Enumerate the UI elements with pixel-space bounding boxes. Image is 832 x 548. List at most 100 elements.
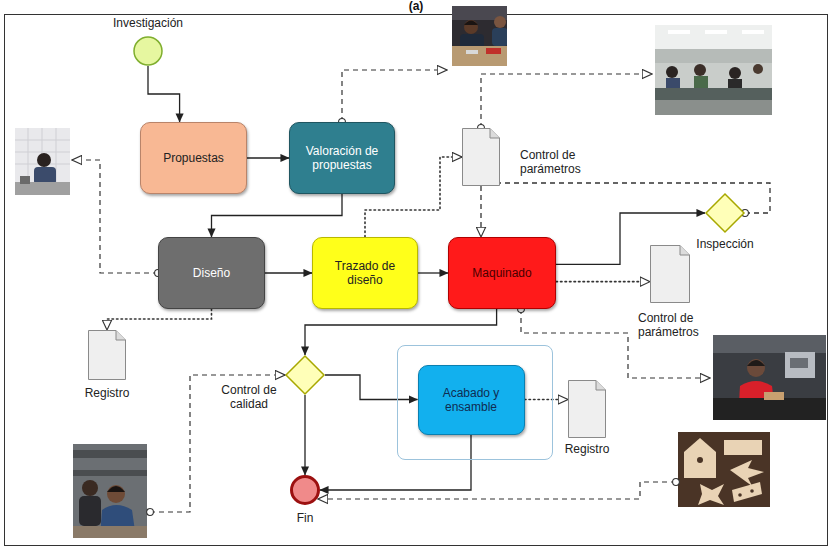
process-label: Valoración de propuestas <box>296 144 388 172</box>
decision-diamond: Inspección <box>705 193 745 233</box>
document-icon: Registro <box>88 330 126 380</box>
photo-part <box>82 480 98 496</box>
photo-part <box>37 153 51 167</box>
group-frame: Acabado y ensamble <box>397 345 553 460</box>
photo <box>655 25 772 115</box>
process-box: Maquinado <box>448 237 556 309</box>
photo <box>678 432 770 507</box>
photo-part <box>697 457 703 463</box>
sequence-flow <box>304 395 305 475</box>
photo-part <box>668 30 690 34</box>
sequence-flow <box>418 272 448 273</box>
process-box: Trazado de diseño <box>312 237 418 309</box>
sequence-flow <box>247 157 289 158</box>
photo-part <box>738 493 742 497</box>
photo-part <box>666 66 678 78</box>
diamond-shape <box>706 194 744 232</box>
document-fold <box>490 129 500 139</box>
photo-part <box>694 64 706 76</box>
document-shape <box>463 129 500 186</box>
photo-part <box>464 21 478 26</box>
document-shape <box>89 331 126 380</box>
photo <box>73 444 147 538</box>
document-icon: Control de parámetros <box>462 128 500 186</box>
photo-part <box>764 392 784 400</box>
process-box: Acabado y ensamble <box>418 365 525 435</box>
decision-diamond-outline <box>285 355 325 395</box>
document-icon-outline <box>462 128 500 186</box>
association-line-part <box>150 375 285 512</box>
sequence-flow <box>305 309 497 355</box>
photo-part <box>655 25 772 49</box>
photo-part <box>79 496 101 526</box>
start-event: Investigación <box>133 36 163 66</box>
photo-part <box>750 489 754 493</box>
document-fold <box>680 246 690 256</box>
process-label: Propuestas <box>163 151 224 165</box>
photo-part <box>464 20 478 34</box>
photo-part <box>713 398 826 420</box>
end-event: Fin <box>290 475 320 505</box>
photo-part <box>713 335 826 420</box>
photo-part <box>466 50 478 54</box>
shape-label: Inspección <box>685 237 765 251</box>
photo <box>713 335 826 420</box>
photo-part <box>747 359 765 377</box>
photo-part <box>730 460 764 486</box>
association-line <box>525 399 569 401</box>
photo-part <box>73 526 147 538</box>
sequence-flow <box>212 194 343 237</box>
end-event-outline <box>290 475 320 505</box>
photo-part <box>785 352 815 378</box>
photo-part <box>724 440 762 455</box>
photo-part <box>747 360 765 366</box>
process-label: Maquinado <box>472 266 531 280</box>
photo-part <box>73 470 147 476</box>
photo-part <box>698 484 724 505</box>
document-fold <box>116 331 126 341</box>
photo-part <box>684 438 716 478</box>
photo-part <box>486 48 501 54</box>
process-label: Diseño <box>193 266 230 280</box>
photo-part <box>655 49 772 63</box>
document-fold <box>596 381 606 391</box>
sequence-flow <box>148 66 180 122</box>
photo-part <box>655 100 772 115</box>
shape-label: Registro <box>67 386 147 400</box>
association-line-part <box>481 74 652 128</box>
process-box: Valoración de propuestas <box>289 122 395 194</box>
photo-part <box>705 30 727 34</box>
figure-frame <box>5 15 828 546</box>
sequence-flow <box>325 375 418 400</box>
association-line <box>107 309 212 330</box>
document-icon-outline <box>568 380 606 438</box>
association-line <box>556 281 650 283</box>
photo-part <box>15 128 70 195</box>
shape-label: Fin <box>265 511 345 525</box>
end-circle <box>292 477 319 504</box>
association-line <box>72 70 710 512</box>
photo-part <box>732 482 762 502</box>
process-label: Acabado y ensamble <box>425 386 518 414</box>
photo-part <box>107 485 125 503</box>
photo-part <box>452 46 507 66</box>
shape-label: Registro <box>547 442 627 456</box>
photo <box>15 128 70 195</box>
photo-part <box>753 64 763 74</box>
start-event-outline <box>133 36 163 66</box>
process-label: Trazado de diseño <box>319 259 411 287</box>
photo-part <box>492 28 507 46</box>
decision-diamond: Control de calidad <box>285 355 325 395</box>
decision-diamond-outline <box>705 193 745 233</box>
document-shape <box>569 381 606 438</box>
shape-label: Investigación <box>98 16 198 30</box>
connector-group <box>107 66 770 490</box>
process-box: Propuestas <box>140 122 247 194</box>
process-box: Diseño <box>158 237 265 309</box>
photo-part <box>713 335 826 353</box>
sequence-flow <box>265 272 312 273</box>
association-line-part <box>342 70 447 122</box>
photo-part <box>15 128 70 195</box>
